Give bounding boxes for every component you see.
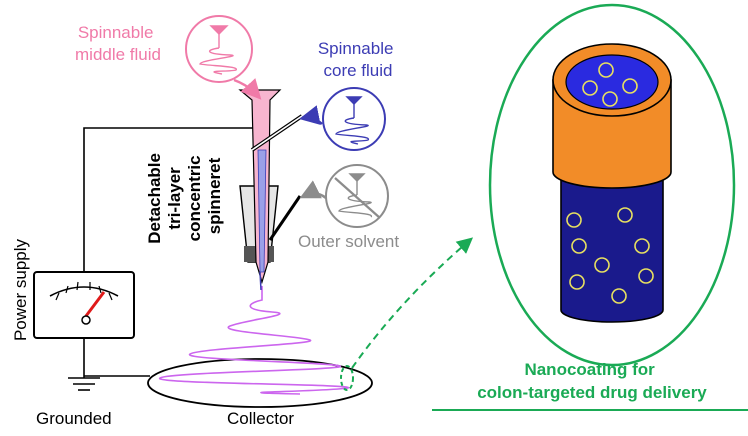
outer-solvent-arrow [299,180,327,200]
spinnable-jet-icon [335,96,369,145]
fiber-jet [159,286,349,395]
outer-solvent-bubble [325,164,389,228]
core-fluid-arrow [299,105,323,125]
outer-solvent-label: Outer solvent [298,232,399,251]
spinneret [238,89,304,291]
spinnable-jet-icon [199,25,237,75]
grounded-label: Grounded [36,409,112,428]
middle-fluid-arrow [233,78,262,100]
core-fluid-label: Spinnable core fluid [318,39,398,80]
spinneret-label: Detachable tri-layer concentric spinnere… [145,148,224,243]
non-spinnable-jet-icon [334,173,381,219]
drug-particles [566,62,654,304]
collection-spot [340,365,354,391]
ground-icon [68,377,100,391]
collector-plate [147,358,373,408]
nanocoating-magnified-view [488,3,736,367]
magnification-link [351,237,474,369]
nanocoating-label: Nanocoating for colon-targeted drug deli… [477,360,707,402]
voltmeter-icon[interactable] [33,271,135,339]
core-fluid-bubble [322,87,386,151]
power-supply-label: Power supply [11,238,30,341]
middle-fluid-label: Spinnable middle fluid [75,23,161,64]
circuit-wires [83,127,254,378]
collector-label: Collector [227,409,294,428]
middle-fluid-bubble [185,15,253,83]
